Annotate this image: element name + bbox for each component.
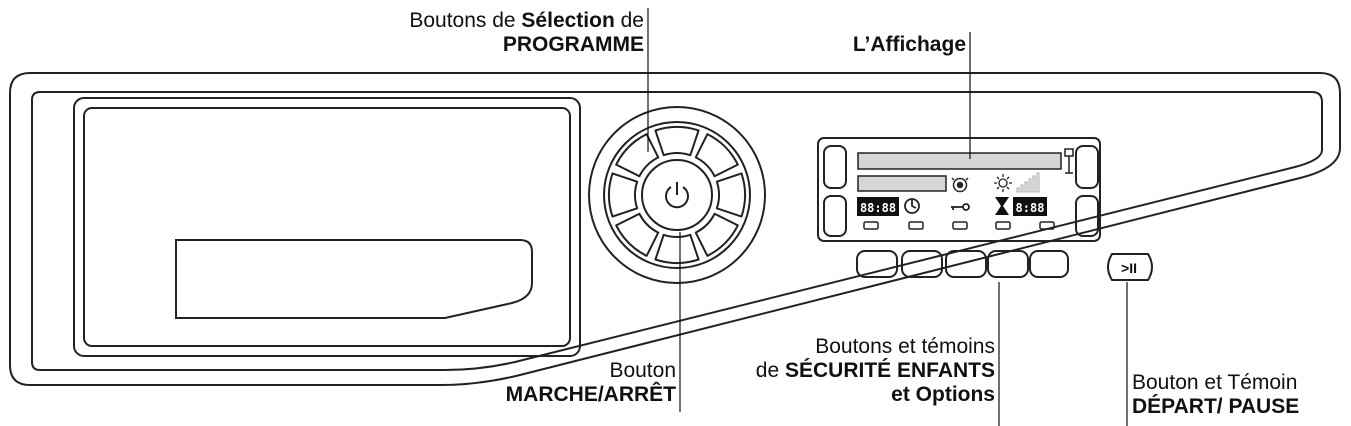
dial-segments (608, 126, 746, 264)
dial-segment-ring (603, 121, 751, 269)
program-segment-button[interactable] (694, 133, 739, 178)
program-segment-button[interactable] (615, 212, 660, 257)
option-button-5[interactable] (1029, 250, 1069, 278)
side-button-bottom-left[interactable] (823, 195, 847, 237)
program-segment-button[interactable] (608, 172, 639, 218)
sun-icon (994, 174, 1012, 192)
drawer-frame-inner (83, 107, 571, 347)
display-frame (817, 137, 1101, 242)
power-icon (665, 182, 689, 209)
indicator-led-2 (908, 221, 924, 230)
panel-outline (9, 72, 1341, 386)
program-segment-button[interactable] (715, 172, 746, 218)
indicator-led-3 (952, 221, 968, 230)
signal-bars-icon (1016, 172, 1040, 193)
power-button[interactable] (641, 159, 713, 231)
label-display: L’Affichage (852, 33, 966, 56)
start-pause-button[interactable] (1107, 253, 1153, 281)
key-icon (951, 203, 970, 211)
indicator-led-1 (863, 221, 879, 230)
label-start-pause: Bouton et Témoin DÉPART/ PAUSE (1132, 371, 1300, 418)
side-button-bottom-right[interactable] (1075, 195, 1099, 237)
program-text-bar (857, 152, 1062, 170)
program-segment-button[interactable] (654, 126, 700, 157)
option-button-4[interactable] (987, 250, 1029, 278)
option-button-3[interactable] (945, 250, 987, 278)
side-button-top-left[interactable] (823, 145, 847, 189)
program-segment-button[interactable] (615, 133, 660, 178)
side-button-top-right[interactable] (1075, 145, 1099, 189)
thermometer-icon (1064, 148, 1074, 174)
left-digits-text: 88:88 (860, 201, 896, 215)
option-button-2[interactable] (901, 250, 943, 278)
indicator-led-5 (1039, 221, 1055, 230)
stain-icon (951, 177, 969, 193)
secondary-text-bar (857, 175, 947, 192)
program-segment-button[interactable] (654, 233, 700, 264)
option-button-1[interactable] (856, 250, 898, 278)
right-digits-text: 8:88 (1016, 201, 1045, 215)
hourglass-icon (995, 197, 1009, 215)
right-digit-box (1013, 197, 1047, 216)
dial-outer-ring (588, 106, 766, 284)
indicator-led-4 (995, 221, 1011, 230)
program-segment-button[interactable] (694, 212, 739, 257)
label-program-selection: Boutons de Sélection de PROGRAMME (409, 9, 644, 56)
cycle-icon (904, 198, 920, 214)
drawer-handle (175, 239, 533, 319)
label-options-buttons: Boutons et témoins de SÉCURITÉ ENFANTS e… (755, 335, 995, 406)
start-pause-glyph: >II (1121, 260, 1137, 276)
label-power-button: Bouton MARCHE/ARRÊT (505, 359, 676, 406)
left-digit-box (857, 197, 899, 216)
panel-inner-outline (31, 91, 1323, 371)
drawer-frame-outer (73, 97, 581, 357)
